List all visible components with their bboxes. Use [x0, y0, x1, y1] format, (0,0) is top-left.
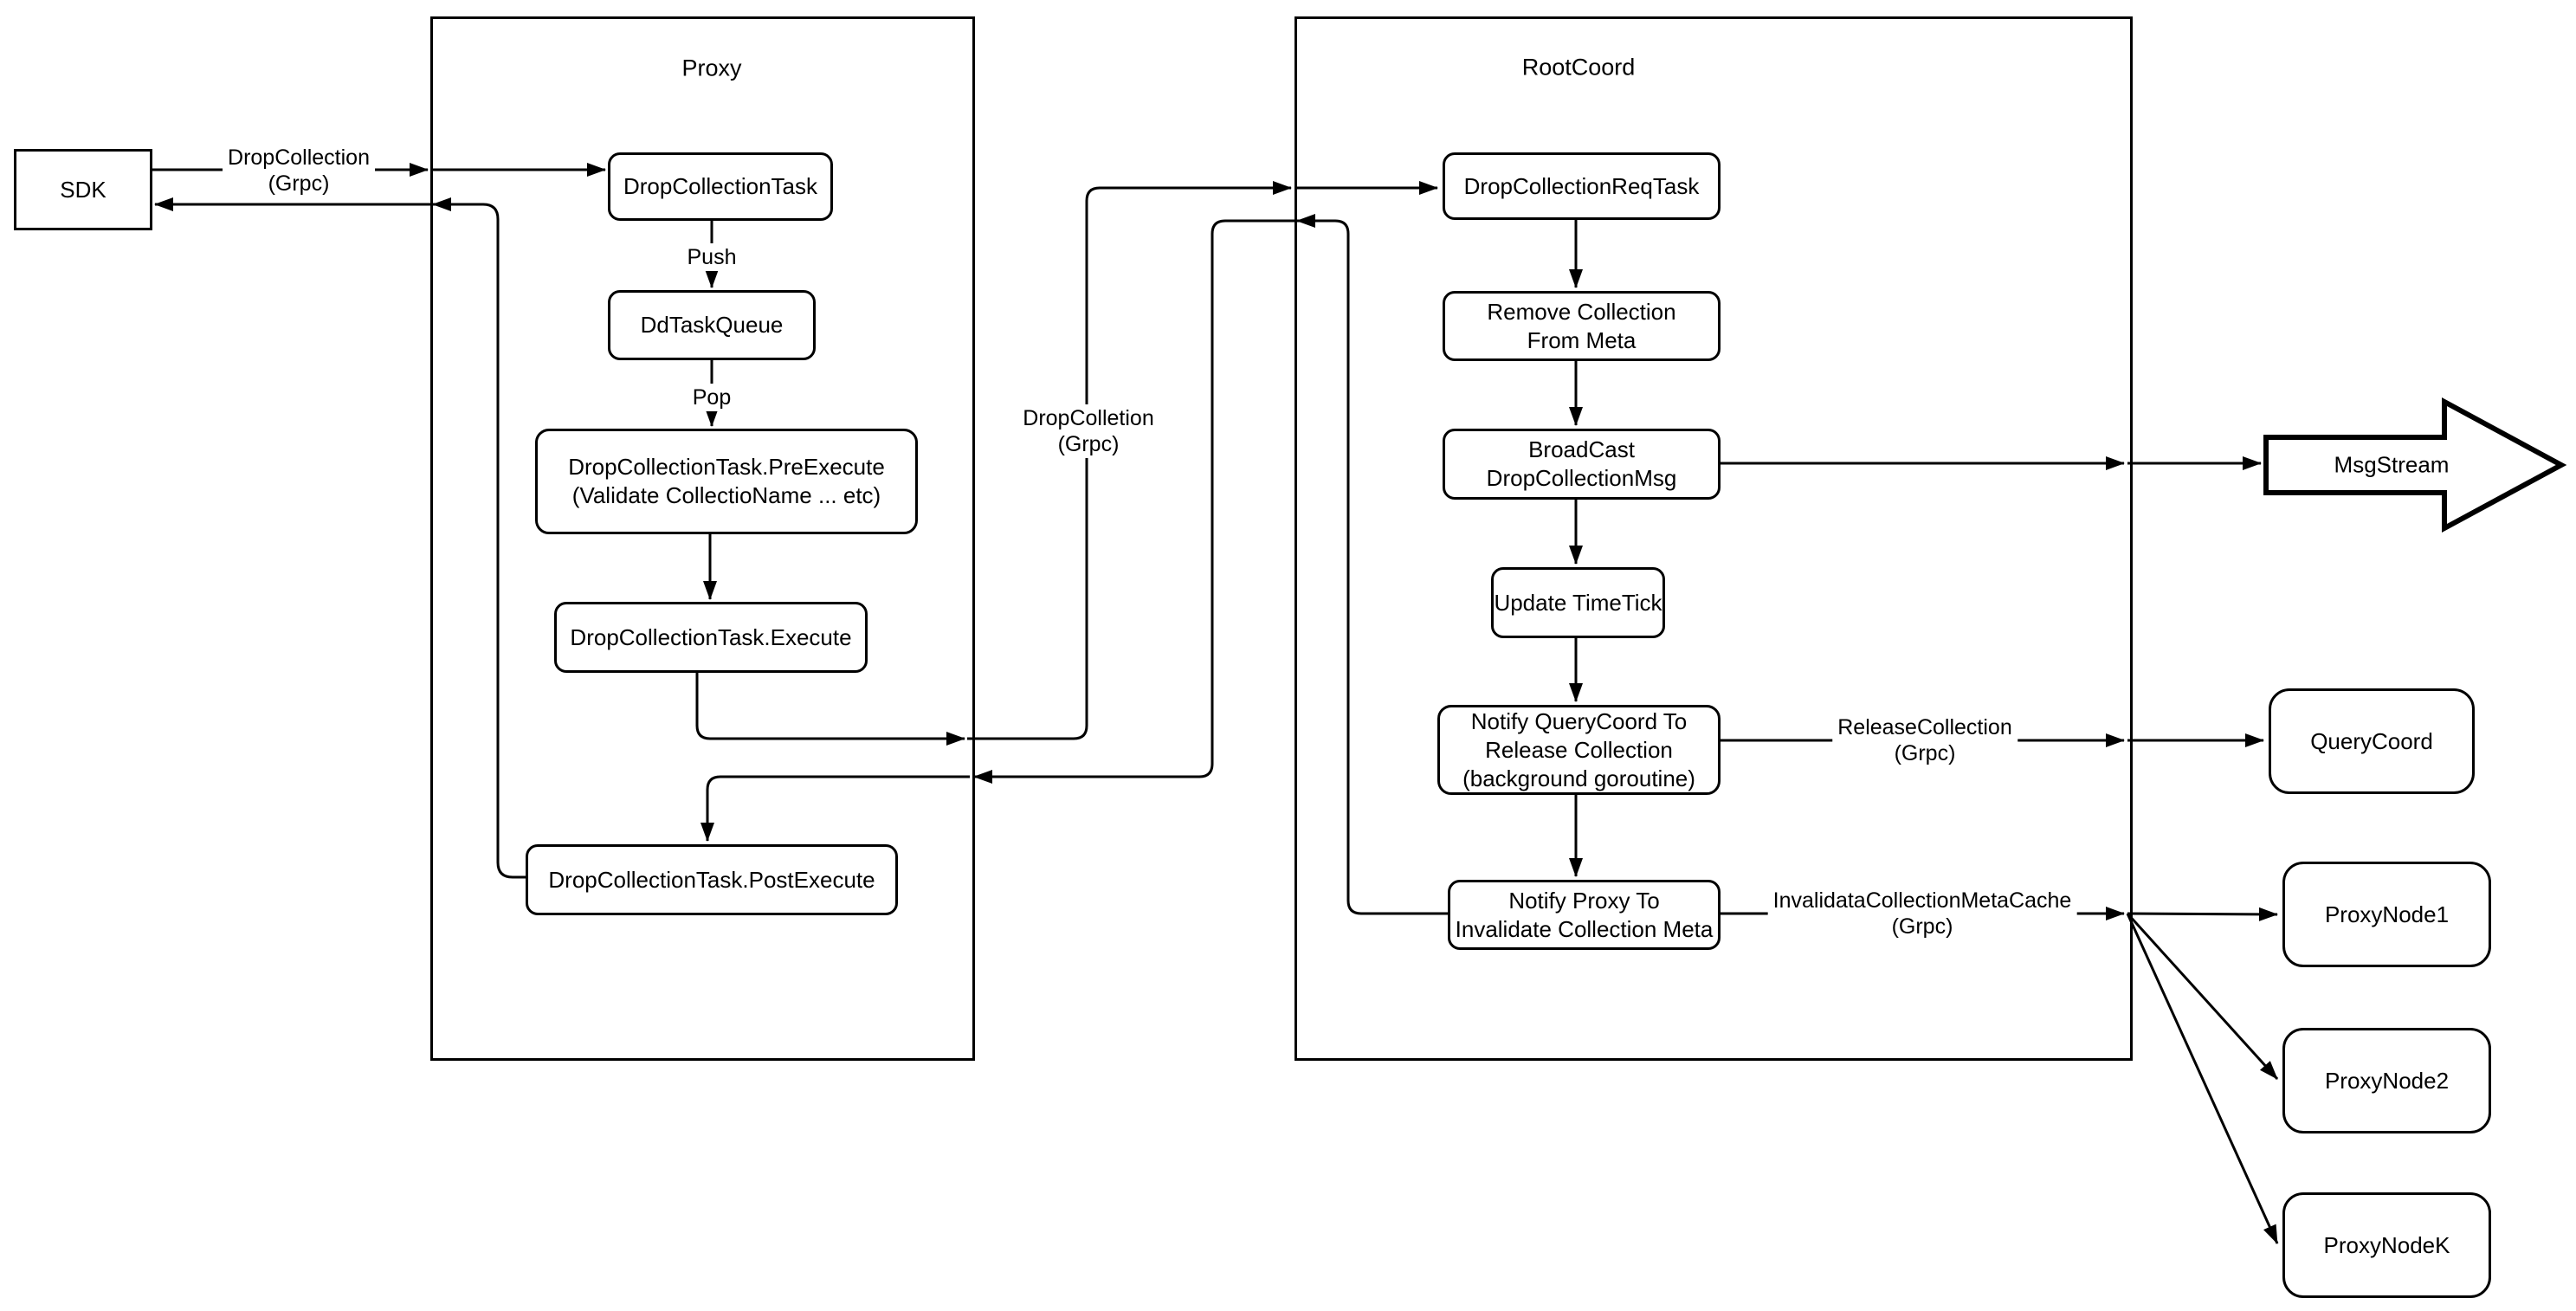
node-removecollection: Remove Collection From Meta	[1443, 291, 1721, 361]
edge-label-dropcollection-grpc: DropCollection (Grpc)	[223, 144, 375, 197]
node-updatetimetick: Update TimeTick	[1491, 567, 1665, 638]
edge-proxy-edge-to-postexecute	[700, 775, 970, 842]
node-execute: DropCollectionTask.Execute	[554, 602, 868, 673]
edge-label-releasecollection: ReleaseCollection (Grpc)	[1832, 714, 2018, 767]
node-proxynode1: ProxyNode1	[2282, 862, 2491, 967]
edge-fanout-proxynode2	[2126, 912, 2279, 1081]
edge-execute-to-proxy-edge	[695, 673, 965, 746]
node-proxynode2: ProxyNode2	[2282, 1028, 2491, 1133]
edge-postexecute-to-proxy-edge	[432, 197, 526, 879]
node-dropcollectiontask: DropCollectionTask	[608, 152, 833, 221]
rootcoord-container	[1294, 16, 2133, 1061]
rootcoord-container-title: RootCoord	[1521, 54, 1636, 81]
edge-proxyedge-to-rootcoord-edge	[967, 181, 1292, 740]
edge-label-push: Push	[681, 243, 742, 271]
edge-rootcoord-edge-to-proxy-edge	[973, 219, 1294, 784]
node-broadcast: BroadCast DropCollectionMsg	[1443, 429, 1721, 500]
proxy-container	[430, 16, 975, 1061]
node-notifyproxy: Notify Proxy To Invalidate Collection Me…	[1448, 880, 1721, 950]
node-notifyquerycoord: Notify QueryCoord To Release Collection …	[1437, 705, 1721, 795]
node-postexecute: DropCollectionTask.PostExecute	[526, 844, 898, 915]
node-proxynodek: ProxyNodeK	[2282, 1192, 2491, 1298]
node-querycoord: QueryCoord	[2269, 688, 2475, 794]
edge-label-pop: Pop	[687, 384, 737, 411]
msgstream-block-arrow	[2263, 397, 2567, 533]
node-ddtaskqueue: DdTaskQueue	[608, 290, 816, 360]
edge-fanout-proxynodek	[2126, 913, 2279, 1244]
msgstream-label: MsgStream	[2334, 451, 2450, 478]
edge-label-dropcolletion-grpc: DropColletion (Grpc)	[1017, 404, 1159, 458]
node-preexecute: DropCollectionTask.PreExecute (Validate …	[535, 429, 918, 534]
node-sdk: SDK	[14, 149, 152, 230]
edge-label-invalidatacollectionmetacache: InvalidataCollectionMetaCache (Grpc)	[1767, 887, 2077, 940]
proxy-container-title: Proxy	[681, 55, 742, 81]
node-dropcollectionreqtask: DropCollectionReqTask	[1443, 152, 1721, 220]
edge-notifyproxy-to-rootcoord-edge	[1296, 214, 1448, 915]
